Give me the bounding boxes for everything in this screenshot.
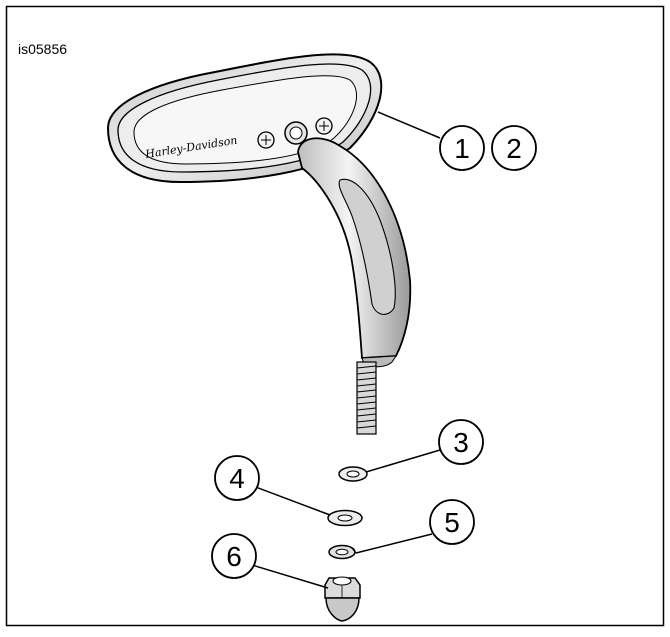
svg-text:3: 3 bbox=[453, 427, 469, 458]
callout-6: 6 bbox=[211, 533, 257, 579]
lock-washer bbox=[328, 544, 357, 560]
svg-text:6: 6 bbox=[226, 541, 242, 572]
callout-2: 2 bbox=[491, 125, 537, 171]
callout-1: 1 bbox=[439, 125, 485, 171]
washer-small bbox=[338, 466, 368, 482]
leader-line-1 bbox=[377, 111, 441, 139]
leader-line-5 bbox=[355, 533, 433, 554]
leader-line-4 bbox=[252, 485, 331, 516]
leader-line-3 bbox=[365, 449, 441, 473]
figure-id: is05856 bbox=[18, 41, 67, 57]
callout-3: 3 bbox=[438, 419, 484, 465]
callout-4: 4 bbox=[214, 455, 260, 501]
mirror-screw-left bbox=[257, 131, 275, 149]
acorn-nut bbox=[324, 576, 361, 622]
washer-flat bbox=[327, 509, 363, 527]
leader-line-6 bbox=[251, 564, 329, 589]
mirror-screw-right bbox=[315, 117, 333, 135]
callout-5: 5 bbox=[429, 499, 475, 545]
svg-text:2: 2 bbox=[506, 133, 522, 164]
svg-text:1: 1 bbox=[454, 133, 470, 164]
threaded-stud bbox=[356, 361, 377, 435]
svg-text:4: 4 bbox=[229, 463, 245, 494]
svg-text:5: 5 bbox=[444, 507, 460, 538]
mirror-pivot bbox=[284, 121, 308, 145]
mirror-stem bbox=[297, 137, 412, 368]
